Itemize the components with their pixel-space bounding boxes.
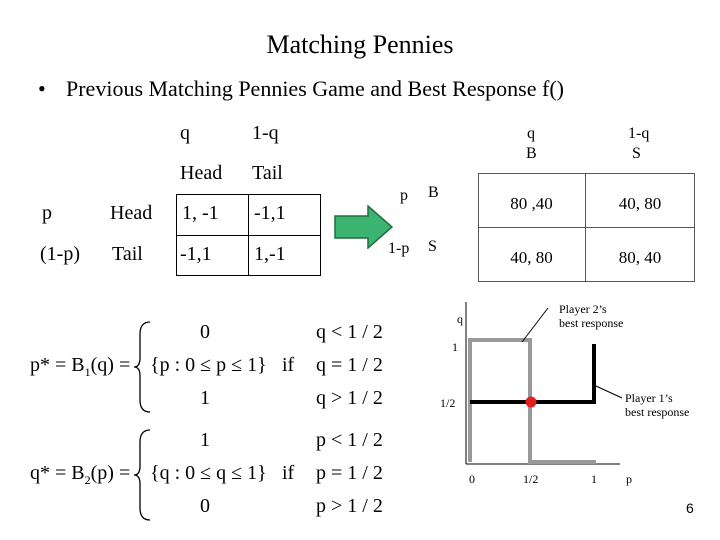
r-row-action-s: S [428,238,437,255]
case-condition: q < 1 / 2 [316,321,383,343]
case-condition: p > 1 / 2 [316,495,383,517]
table-line [248,194,249,276]
row-prob-p: p [42,202,52,224]
x-tick-label: 1 [591,472,597,486]
case-condition: q = 1 / 2 [316,354,383,376]
r-cell-sb: 40, 80 [510,248,553,267]
table-line [478,173,479,282]
cell-tt: 1,-1 [254,243,286,265]
formula-lhs: p* = B1(q) = [30,354,131,379]
brace-icon [133,321,151,413]
table-line [585,173,586,282]
equilibrium-point [525,396,537,408]
formula-lhs: q* = B2(p) = [30,462,131,487]
cell-th: -1,1 [180,243,212,265]
player1-best-response-line [470,344,596,404]
case-value: 1 [200,387,210,409]
brace-icon [133,429,151,521]
player2-best-response-line [468,338,596,464]
x-tick-label: 0 [469,472,475,486]
r-row-action-b: B [428,184,439,201]
r-col-action-s: S [632,145,641,162]
row-action-tail: Tail [112,243,143,265]
y-tick-label: 1 [452,340,458,354]
leader-line [595,385,623,399]
case-value: 0 [200,495,210,517]
col-action-tail: Tail [252,162,283,184]
case-value: 0 [200,321,210,343]
case-condition: p = 1 / 2 [316,462,383,484]
case-condition: p < 1 / 2 [316,429,383,451]
table-line [478,227,695,228]
table-line [694,173,695,282]
if-word: if [282,354,295,376]
r-cell-bb: 80 ,40 [510,194,553,213]
r-cell-bs: 40, 80 [618,194,662,213]
row-prob-1-p: (1-p) [40,243,80,265]
table-line [478,173,695,174]
table-line [478,281,695,282]
r-col-prob-1-q: 1-q [628,125,650,142]
case-value: {p : 0 ≤ p ≤ 1} [150,354,267,376]
page-number: 6 [686,500,694,516]
col-prob-1-q: 1-q [252,122,279,144]
col-action-head: Head [180,162,223,184]
r-col-action-b: B [526,145,537,162]
r-col-prob-q: q [527,125,535,142]
x-tick-label: 1/2 [523,472,539,486]
player1-label: Player 1’s best response [625,391,690,419]
cell-hh: 1, -1 [182,202,219,224]
col-prob-q: q [180,122,190,144]
y-axis-label: q [457,312,463,326]
case-value: 1 [200,429,210,451]
r-row-prob-1-p: 1-p [388,240,410,257]
x-axis-label: p [626,472,632,486]
page-title: Matching Pennies [266,30,454,59]
table-line [320,194,321,276]
case-value: {q : 0 ≤ q ≤ 1} [150,462,267,484]
r-row-prob-p: p [400,187,408,204]
leader-line [521,307,549,343]
best-response-plot [465,302,623,465]
bullet-text: Previous Matching Pennies Game and Best … [66,76,564,101]
right-arrow-icon [334,205,394,249]
case-condition: q > 1 / 2 [316,387,383,409]
if-word: if [282,462,295,484]
bullet-marker: • [38,76,46,101]
table-line [176,194,177,276]
r-cell-ss: 80, 40 [618,248,662,267]
player2-label: Player 2’s best response [559,302,624,330]
row-action-head: Head [110,202,153,224]
y-tick-label: 1/2 [440,396,456,410]
cell-ht: -1,1 [254,202,286,224]
